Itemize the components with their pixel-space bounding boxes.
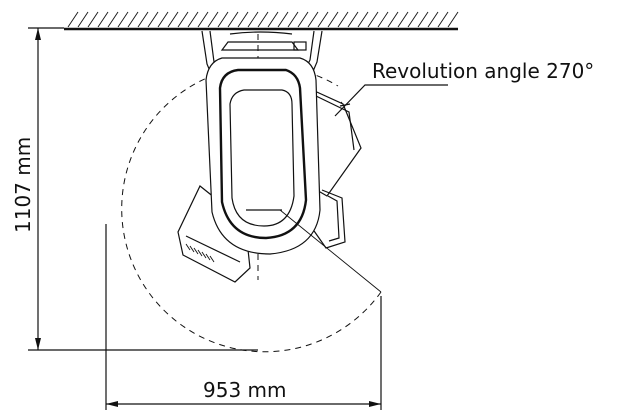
ceiling-hatch-mark	[297, 11, 309, 28]
ceiling-hatch-mark	[407, 11, 419, 28]
revolution-circle	[121, 65, 382, 353]
ceiling-hatch-mark	[227, 11, 239, 28]
ceiling-hatch-mark	[157, 11, 169, 28]
width-dimension	[105, 224, 382, 410]
ceiling-hatch-mark	[217, 11, 229, 28]
ceiling-hatch-mark	[327, 11, 339, 28]
ceiling-hatch-mark	[277, 11, 289, 28]
tilt-radius-line	[279, 209, 382, 293]
annotation-tick	[339, 103, 351, 107]
ceiling-hatch-mark	[177, 11, 189, 28]
ceiling-hatch-mark	[107, 11, 119, 28]
ceiling-hatch-mark	[347, 11, 359, 28]
width-dimension-label: 953 mm	[203, 378, 287, 402]
ceiling-hatch-mark	[447, 11, 459, 28]
ceiling-hatch-mark	[207, 11, 219, 28]
ceiling-hatch-mark	[247, 11, 259, 28]
ceiling-hatch-mark	[187, 11, 199, 28]
ceiling-hatch-mark	[97, 11, 109, 28]
ceiling-hatch-mark	[137, 11, 149, 28]
ceiling-hatch-mark	[437, 11, 449, 28]
ceiling-hatch-mark	[357, 11, 369, 28]
height-dimension-label: 1107 mm	[11, 137, 35, 233]
ceiling-hatch-mark	[267, 11, 279, 28]
ceiling-hatch-mark	[377, 11, 389, 28]
ceiling-hatch-mark	[307, 11, 319, 28]
ceiling-hatch-mark	[397, 11, 409, 28]
ceiling-hatch-mark	[147, 11, 159, 28]
ceiling-hatch-mark	[387, 11, 399, 28]
ceiling-hatch-mark	[287, 11, 299, 28]
annotation-leader	[334, 84, 448, 117]
height-dimension	[28, 27, 258, 351]
ceiling-hatch-mark	[197, 11, 209, 28]
ceiling-hatch-mark	[417, 11, 429, 28]
ceiling-hatch-mark	[127, 11, 139, 28]
ceiling-hatch-mark	[257, 11, 269, 28]
ceiling-hatch-mark	[117, 11, 129, 28]
ceiling-hatch-mark	[337, 11, 349, 28]
ceiling-hatch-mark	[367, 11, 379, 28]
ceiling-hatch-mark	[87, 11, 99, 28]
revolution-angle-label: Revolution angle 270°	[372, 59, 594, 83]
ceiling-hatch-mark	[167, 11, 179, 28]
ceiling-hatch-mark	[77, 11, 89, 28]
ceiling	[64, 11, 459, 31]
yoke-arm	[205, 57, 321, 255]
ceiling-hatch-mark	[427, 11, 439, 28]
ceiling-hatch-mark	[237, 11, 249, 28]
ceiling-hatch-mark	[317, 11, 329, 28]
ceiling-hatch-mark	[67, 11, 79, 28]
